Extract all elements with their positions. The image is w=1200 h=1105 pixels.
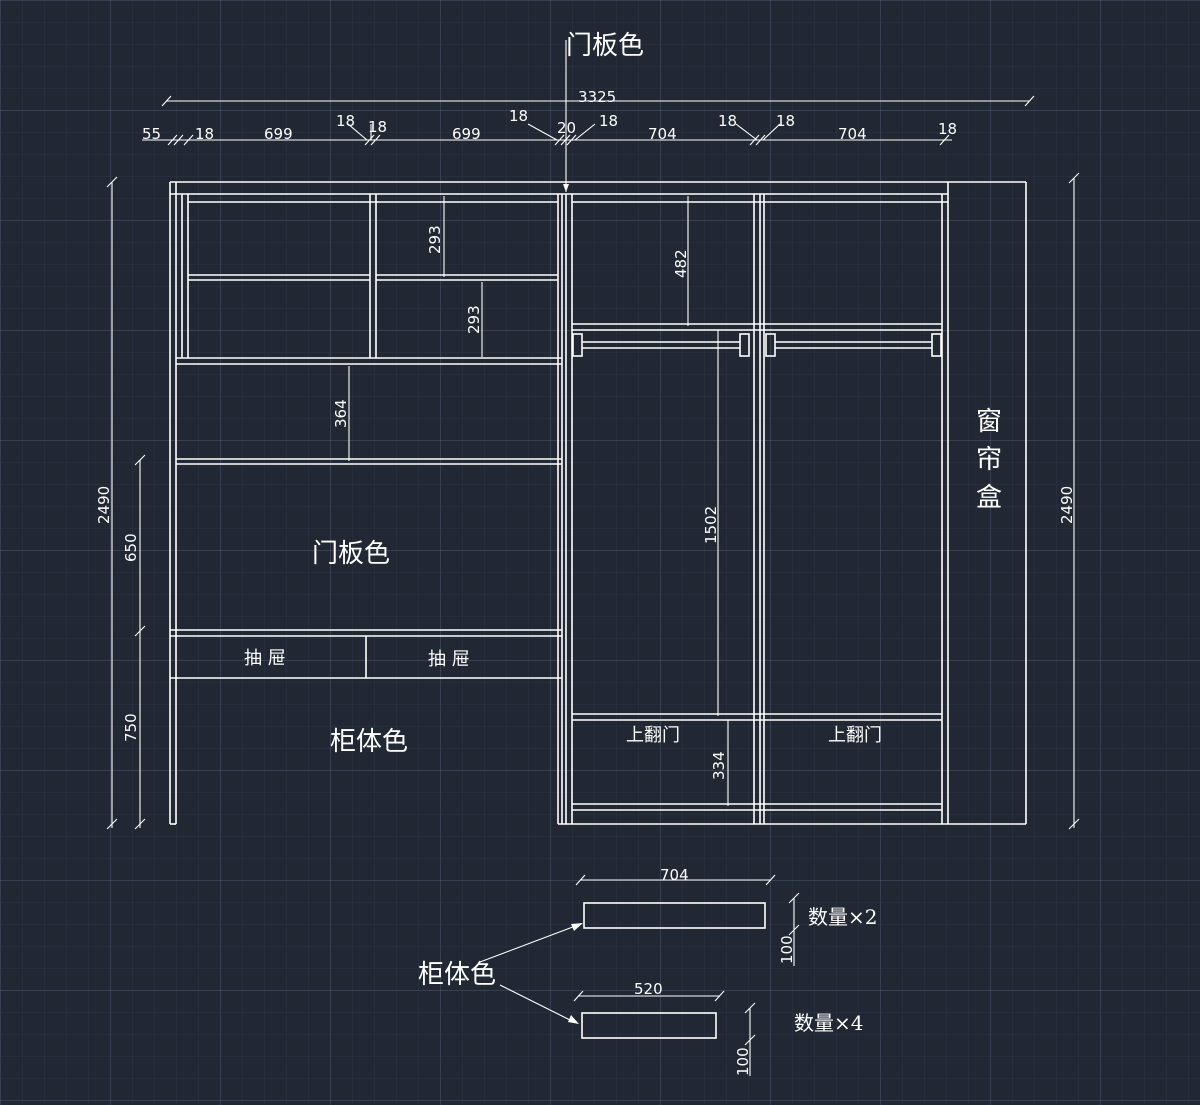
dim-55: 55 [142,125,161,143]
flip-door-left-label: 上翻门 [626,725,680,746]
dim-704-a: 704 [648,125,677,143]
wardrobe-elevation [169,181,1027,825]
dim-364: 364 [332,399,350,428]
curtain-box-char-3: 盒 [976,483,1002,513]
part1-quantity: 数量×2 [808,905,877,929]
door-color-top-label: 门板色 [566,31,644,61]
dim-704-b: 704 [838,125,867,143]
part2-height: 100 [734,1047,752,1076]
curtain-box-char-1: 窗 [976,407,1002,437]
dim-482: 482 [672,249,690,278]
part-board-520 [581,1012,717,1039]
cabinet-color-label: 柜体色 [330,727,408,757]
flip-door-right-label: 上翻门 [828,725,882,746]
part2-quantity: 数量×4 [794,1011,863,1035]
part2-width: 520 [634,980,663,998]
drawer-right-label: 抽 屉 [428,649,470,670]
dim-18-g: 18 [776,112,795,130]
dimension-lines [106,40,1080,1076]
cabinet-color-parts-label: 柜体色 [418,960,496,990]
dim-334: 334 [710,751,728,780]
dim-height-right: 2490 [1058,486,1076,524]
dim-18-d: 18 [509,107,528,125]
parts-drawings [479,902,766,1039]
dim-1502: 1502 [702,506,720,544]
drawer-left-label: 抽 屉 [244,648,286,669]
dim-18-e: 18 [599,112,618,130]
dim-18-b: 18 [336,112,355,130]
dim-699-a: 699 [264,125,293,143]
dim-750: 750 [122,713,140,742]
dim-293-a: 293 [426,225,444,254]
door-color-label: 门板色 [312,539,390,569]
dim-699-b: 699 [452,125,481,143]
dim-20: 20 [557,119,576,137]
dim-18-c: 18 [368,118,387,136]
dim-height-left: 2490 [95,486,113,524]
part1-height: 100 [778,935,796,964]
dim-18-h: 18 [938,120,957,138]
part1-width: 704 [660,866,689,884]
dim-total-width: 3325 [578,88,616,106]
curtain-box-char-2: 帘 [976,445,1002,475]
dim-293-b: 293 [465,305,483,334]
dim-650: 650 [122,533,140,562]
part-board-704 [583,902,766,929]
dim-18-f: 18 [718,112,737,130]
dim-18-a: 18 [195,125,214,143]
